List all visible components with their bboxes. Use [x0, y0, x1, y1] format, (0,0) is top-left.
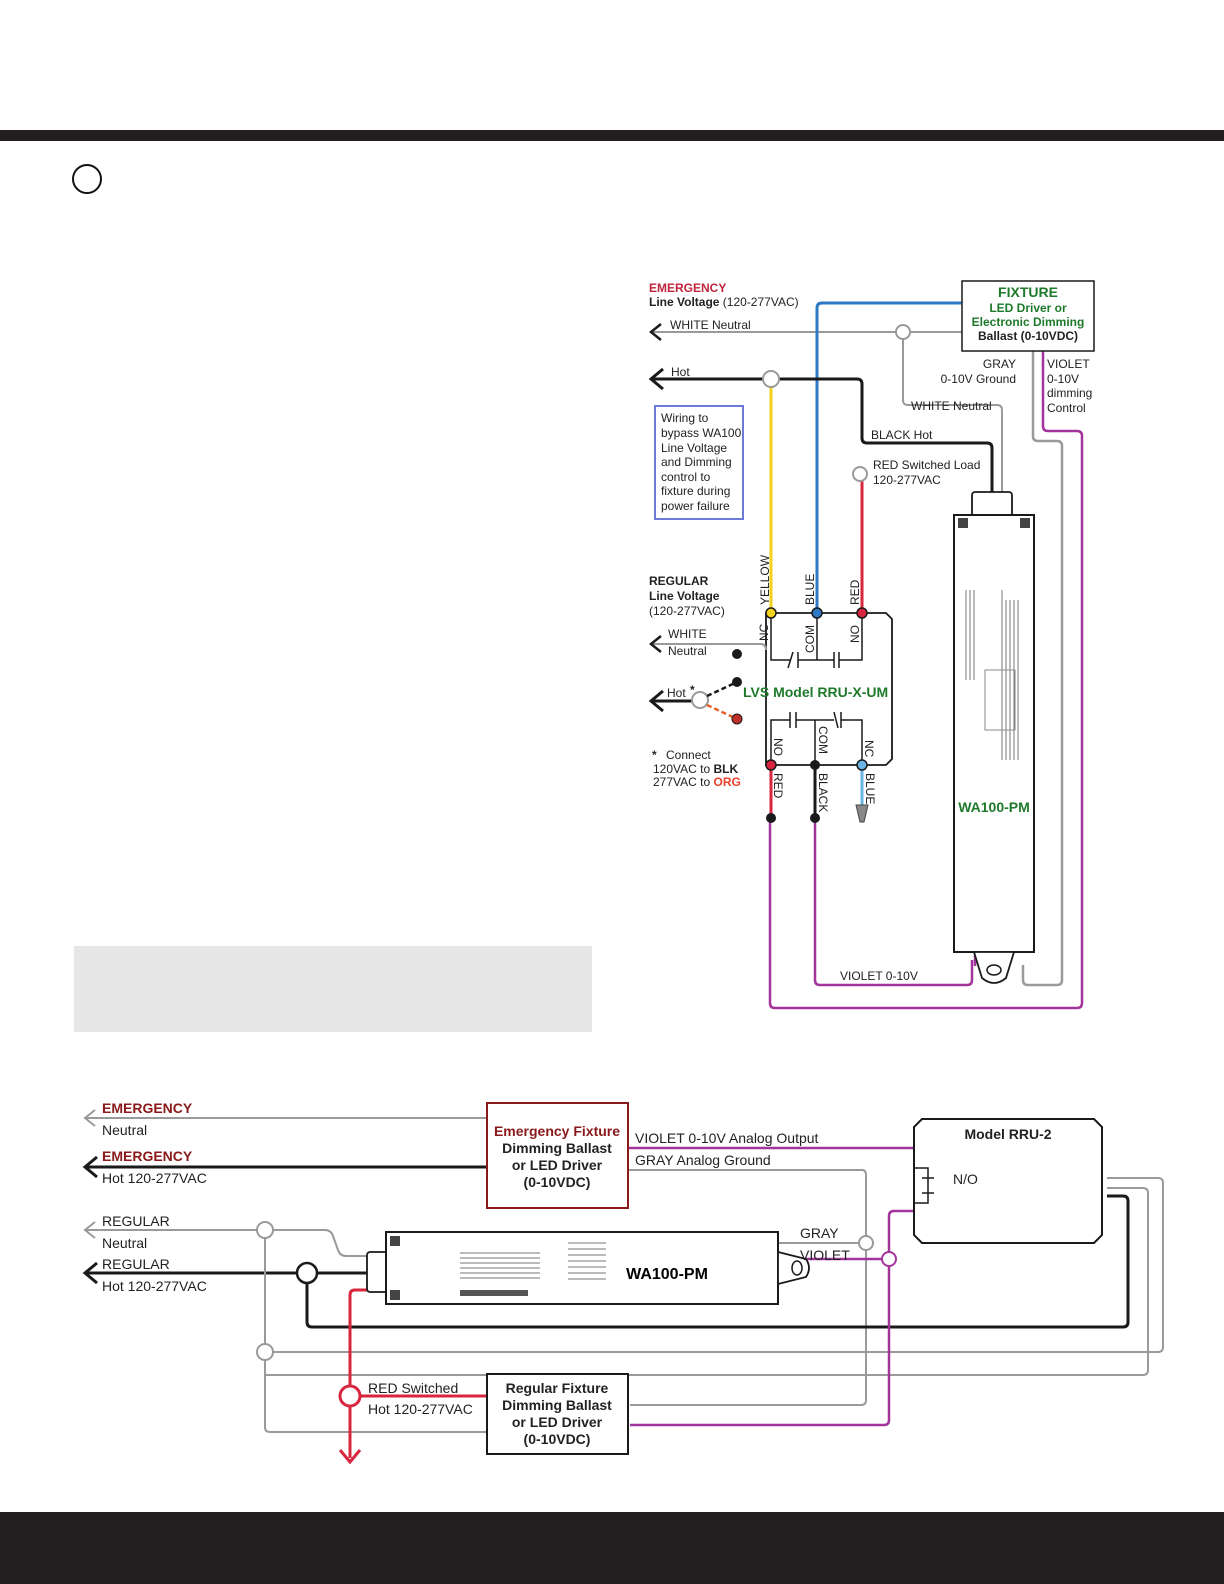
bottom-neutral-2: Neutral [102, 1235, 147, 1251]
top-regular-line: Line Voltage [649, 589, 720, 603]
em-fixture-line-2: Dimming Ballast [502, 1140, 612, 1156]
rru2-box [913, 1118, 1103, 1244]
note-120: 120VAC to [653, 762, 710, 776]
wa100-vertical-label: WA100-PM [958, 799, 1030, 815]
bottom-gray: GRAY [800, 1225, 839, 1241]
top-gray-sub: 0-10V Ground [941, 372, 1016, 386]
svg-text:*: * [652, 748, 657, 762]
em-fixture-line-1: Emergency Fixture [494, 1123, 620, 1139]
top-emergency-line: Line Voltage [649, 295, 720, 309]
bottom-neutral-1: Neutral [102, 1122, 147, 1138]
top-black-hot: BLACK Hot [871, 428, 933, 442]
note-connect: Connect [666, 748, 711, 762]
bypass-note-line-5: control to [661, 470, 711, 484]
violet-0-10v-label: VIOLET 0-10V [840, 969, 918, 983]
term-com-top: COM [803, 625, 817, 653]
wire-label-blue-bottom: BLUE [863, 773, 877, 804]
bypass-note-line-4: and Dimming [661, 455, 732, 469]
bottom-red-switched: RED Switched [368, 1380, 458, 1396]
bottom-violet: VIOLET [800, 1247, 850, 1263]
wa100-unit-horizontal [385, 1231, 779, 1305]
rru2-no: N/O [953, 1171, 978, 1187]
fixture-line-1: LED Driver or [989, 301, 1067, 315]
bottom-emergency-1: EMERGENCY [102, 1100, 193, 1116]
top-red-switched-v: 120-277VAC [873, 473, 941, 487]
top-hot: Hot [671, 365, 690, 379]
bottom-regular-1: REGULAR [102, 1213, 170, 1229]
top-emergency-label: EMERGENCY [649, 281, 726, 295]
note-277: 277VAC to [653, 775, 710, 789]
wa100-horizontal-label: WA100-PM [626, 1266, 708, 1283]
reg-fixture-line-1: Regular Fixture [506, 1380, 609, 1396]
top-white: WHITE [668, 627, 707, 641]
header-bar [0, 130, 1224, 141]
bottom-emergency-2: EMERGENCY [102, 1148, 193, 1164]
relay-model-label: LVS Model RRU-X-UM [743, 684, 888, 700]
wire-label-black: BLACK [816, 773, 830, 812]
wire-label-red-top: RED [848, 579, 862, 605]
bottom-regular-2: REGULAR [102, 1256, 170, 1272]
violet-analog-output: VIOLET 0-10V Analog Output [635, 1130, 819, 1146]
top-red-switched: RED Switched Load [873, 458, 980, 472]
wa100-unit-vertical [953, 514, 1035, 953]
top-emergency-range: (120-277VAC) [723, 295, 799, 309]
bottom-red-hot: Hot 120-277VAC [368, 1401, 473, 1417]
fixture-title: FIXTURE [998, 284, 1058, 300]
svg-text:120VAC to BLK: 120VAC to BLK [653, 762, 738, 776]
wire-label-yellow: YELLOW [758, 554, 772, 605]
top-regular-range: (120-277VAC) [649, 604, 725, 618]
bypass-note-line-6: fixture during [661, 484, 730, 498]
top-regular-label: REGULAR [649, 574, 709, 588]
gray-analog-ground: GRAY Analog Ground [635, 1152, 771, 1168]
top-star: * [690, 683, 695, 697]
top-violet-1: VIOLET [1047, 357, 1090, 371]
top-white-neutral: WHITE Neutral [670, 318, 751, 332]
top-hot-star: Hot [667, 686, 686, 700]
top-gray-label: GRAY [983, 357, 1016, 371]
term-nc-top: NC [757, 623, 771, 641]
top-violet-2: 0-10V [1047, 372, 1079, 386]
diagram-rru-2: EMERGENCY Neutral EMERGENCY Hot 120-277V… [82, 1100, 1164, 1465]
fixture-line-2: Electronic Dimming [972, 315, 1085, 329]
top-neutral: Neutral [668, 644, 707, 658]
note-blk: BLK [714, 762, 739, 776]
term-no-bottom: NO [771, 738, 785, 756]
bypass-note-box [654, 405, 744, 520]
svg-text:277VAC to ORG: 277VAC to ORG [653, 775, 741, 789]
note-panel [74, 946, 592, 1032]
reg-fixture-line-2: Dimming Ballast [502, 1397, 612, 1413]
footer-bar [0, 1512, 1224, 1584]
svg-text:Line Voltage (120-277VAC): Line Voltage (120-277VAC) [649, 295, 799, 309]
top-white-neutral-2: WHITE Neutral [911, 399, 992, 413]
wire-label-blue: BLUE [803, 574, 817, 605]
bypass-note-line-7: power failure [661, 499, 730, 513]
term-nc-bottom: NC [862, 740, 876, 758]
top-violet-3: dimming [1047, 386, 1092, 400]
bottom-hot-1: Hot 120-277VAC [102, 1170, 207, 1186]
top-violet-4: Control [1047, 401, 1086, 415]
wire-label-red-bottom: RED [771, 773, 785, 799]
step-marker-circle [72, 164, 102, 194]
rru2-title: Model RRU-2 [964, 1126, 1051, 1142]
regular-fixture-box [486, 1373, 629, 1455]
emergency-fixture-box [486, 1102, 629, 1209]
em-fixture-line-3: or LED Driver [512, 1157, 603, 1173]
bypass-note-line-1: Wiring to [661, 411, 709, 425]
note-org: ORG [714, 775, 741, 789]
reg-fixture-line-4: (0-10VDC) [524, 1431, 591, 1447]
fixture-box [961, 280, 1095, 352]
bypass-note-line-2: bypass WA100 [661, 426, 742, 440]
term-com-bottom: COM [816, 726, 830, 754]
fixture-line-3: Ballast (0-10VDC) [978, 329, 1078, 343]
bypass-note-line-3: Line Voltage [661, 441, 727, 455]
em-fixture-line-4: (0-10VDC) [524, 1174, 591, 1190]
diagram-rru-x-um: EMERGENCY Line Voltage (120-277VAC) WHIT… [648, 280, 1095, 1010]
reg-fixture-line-3: or LED Driver [512, 1414, 603, 1430]
bottom-hot-2: Hot 120-277VAC [102, 1278, 207, 1294]
term-no-top: NO [848, 625, 862, 643]
